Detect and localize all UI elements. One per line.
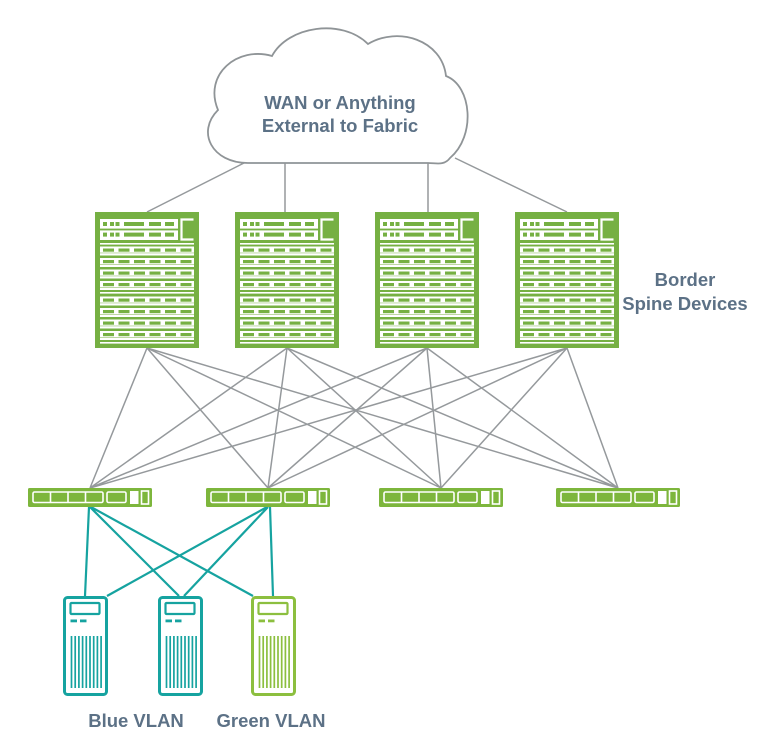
leaf-switch-1 bbox=[27, 487, 153, 508]
border-spine-label: Border Spine Devices bbox=[622, 269, 747, 314]
cloud-spine-links bbox=[146, 157, 568, 213]
server-blue-1 bbox=[63, 596, 108, 696]
cloud-outline bbox=[207, 27, 469, 165]
leaf-switch-3 bbox=[378, 487, 504, 508]
wan-cloud: WAN or Anything External to Fabric bbox=[207, 27, 469, 165]
blue-vlan-label: Blue VLAN bbox=[88, 710, 184, 731]
spine-switch-4 bbox=[515, 212, 619, 348]
spine-switch-3 bbox=[375, 212, 479, 348]
green-vlan-label: Green VLAN bbox=[217, 710, 326, 731]
border-spine-label-line1: Border bbox=[655, 269, 716, 290]
server-green-1 bbox=[251, 596, 296, 696]
spine-switch-2 bbox=[235, 212, 339, 348]
spine-leaf-links bbox=[89, 347, 619, 489]
server-blue-2 bbox=[158, 596, 203, 696]
spine-row bbox=[95, 212, 619, 348]
cloud-label-line2: External to Fabric bbox=[262, 115, 418, 136]
spine-switch-1 bbox=[95, 212, 199, 348]
leaf-row bbox=[27, 487, 681, 508]
cloud-label-line1: WAN or Anything bbox=[264, 92, 415, 113]
border-spine-label-line2: Spine Devices bbox=[622, 293, 747, 314]
leaf-switch-4 bbox=[555, 487, 681, 508]
leaf-switch-2 bbox=[205, 487, 331, 508]
leaf-server-links bbox=[83, 506, 275, 597]
